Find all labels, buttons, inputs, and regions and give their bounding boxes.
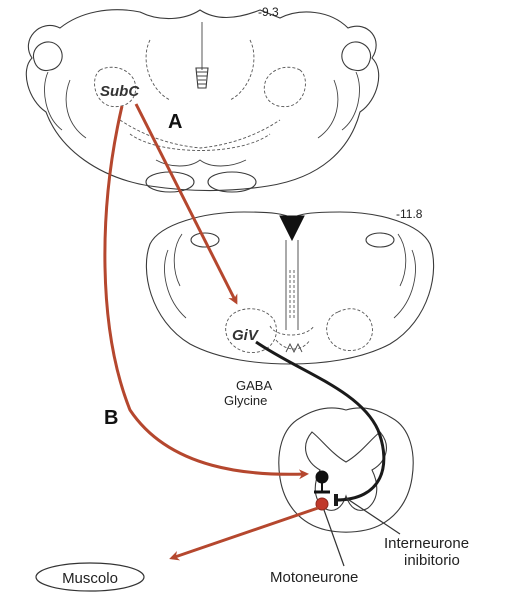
motoneuron-callout-line	[324, 510, 344, 566]
pathway-a-label: A	[168, 111, 182, 133]
interneuron-label-line2: inibitorio	[404, 552, 460, 569]
motoneuron-to-muscle-arrow	[172, 508, 318, 558]
pathway-b-label: B	[104, 407, 118, 429]
level-label-top: -9.3	[258, 5, 279, 19]
gaba-label: GABA	[236, 378, 272, 393]
interneuron-label-line1: Interneurone	[384, 535, 469, 552]
giv-label: GiV	[232, 327, 260, 344]
brainstem-section-middle	[146, 212, 433, 364]
pathway-a-arrow	[136, 104, 236, 302]
muscle-label: Muscolo	[62, 570, 118, 587]
pathway-b-arrow	[105, 106, 306, 474]
interneuron-cell	[316, 471, 328, 483]
brainstem-section-top	[26, 10, 378, 192]
motoneuron-label: Motoneurone	[270, 569, 358, 586]
subc-label: SubC	[100, 83, 140, 100]
interneuron-callout-line	[346, 498, 400, 534]
glycine-label: Glycine	[224, 393, 267, 408]
level-label-middle: -11.8	[396, 207, 423, 221]
